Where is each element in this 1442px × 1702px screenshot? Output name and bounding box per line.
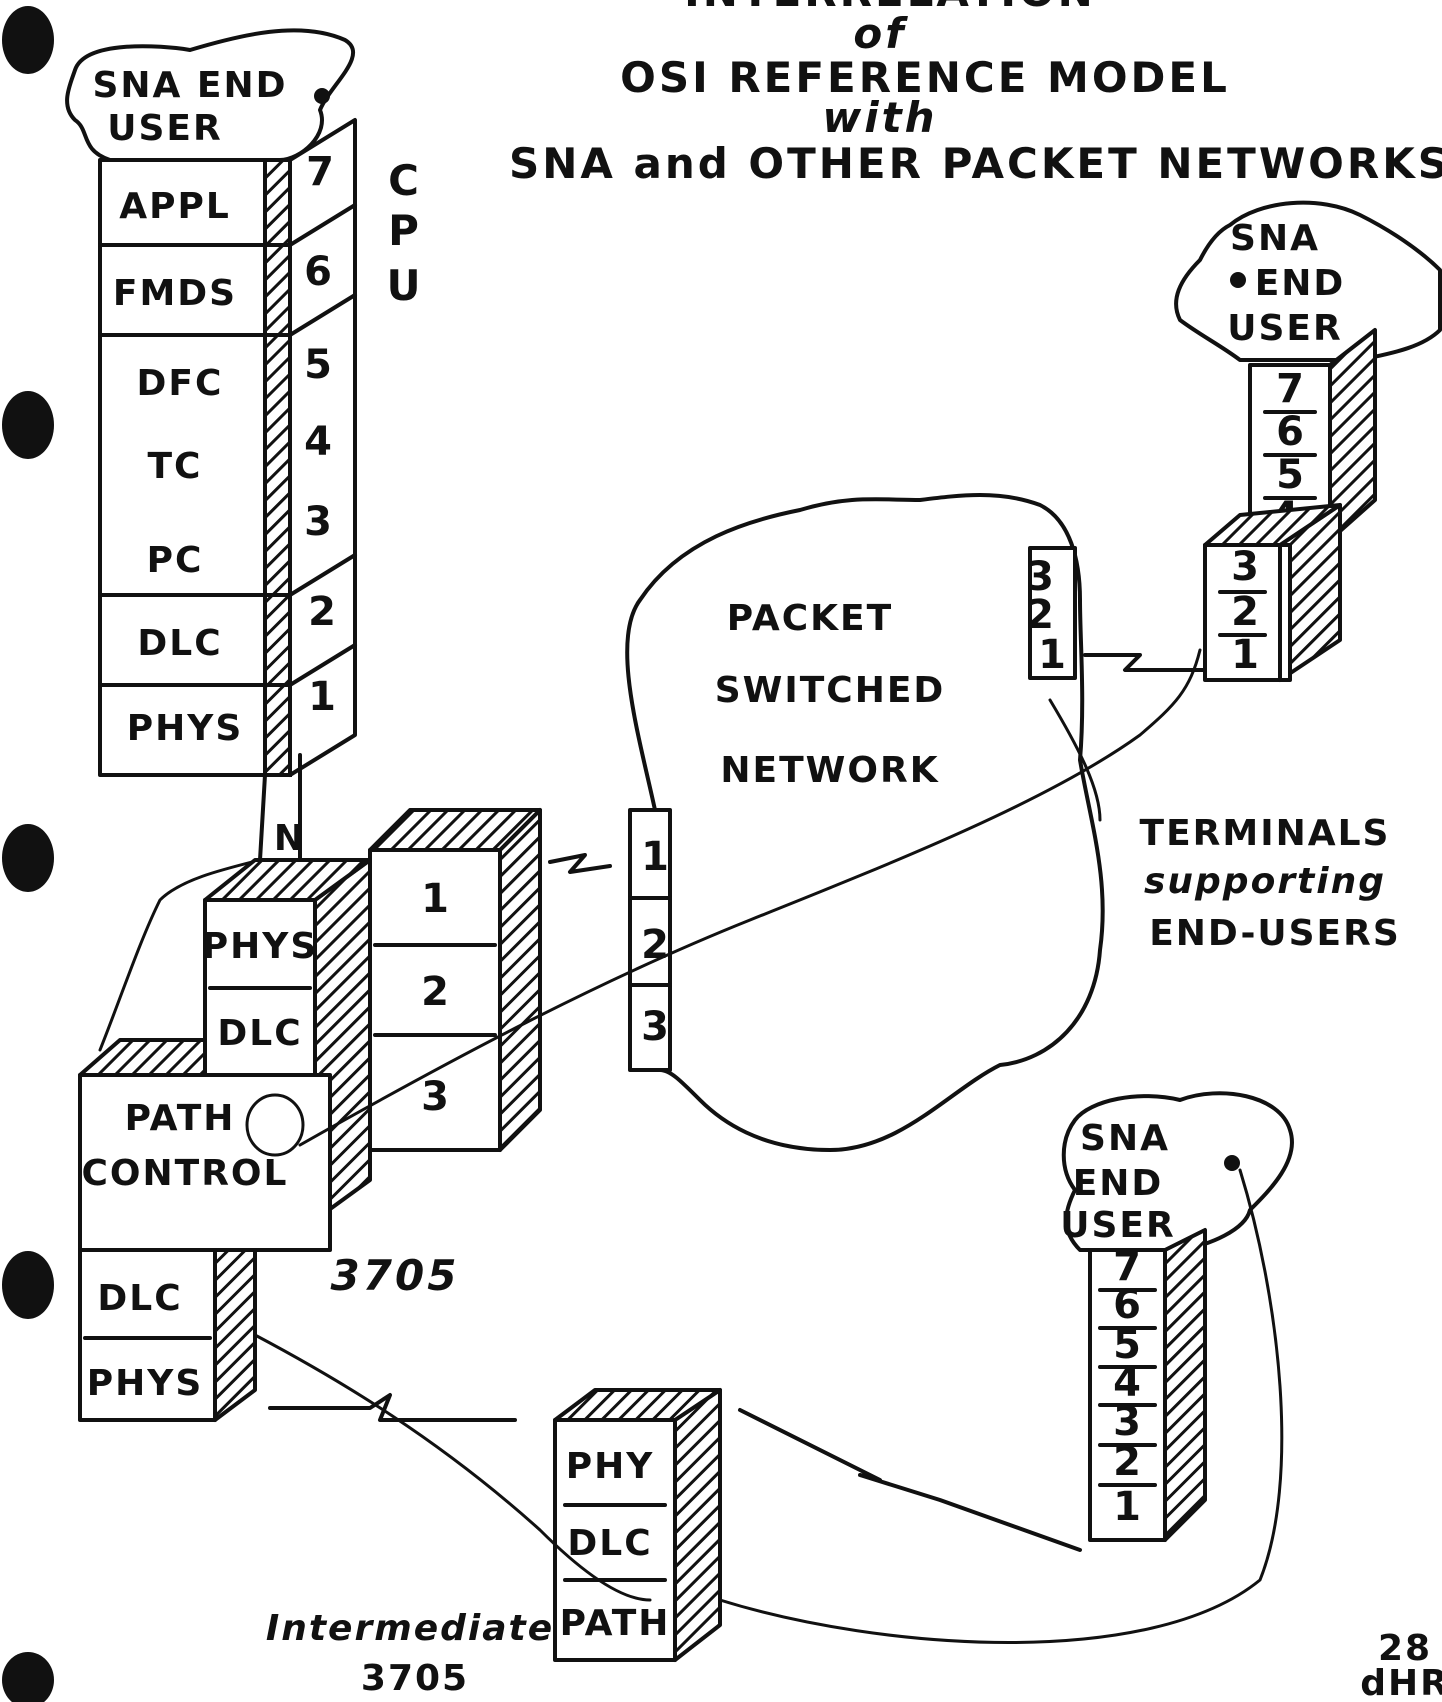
host-stack-hatch — [265, 160, 290, 775]
host-layer-pc: PC — [147, 540, 204, 581]
right-port-1: 1 — [1038, 632, 1066, 678]
host-cloud-line-1: SNA END — [92, 65, 287, 106]
top-layer-3: 3 — [1231, 544, 1259, 590]
host-cloud-line-2: USER — [107, 108, 222, 149]
binder-hole — [2, 1251, 54, 1319]
terminal-bottom: SNA END USER 7 6 5 4 3 2 1 — [1060, 1093, 1292, 1540]
host-layer-tc: TC — [148, 446, 203, 487]
host-num-5: 5 — [304, 342, 332, 388]
intermediate-label-1: Intermediate — [266, 1608, 554, 1649]
front-a-phys: PHYS — [202, 926, 319, 967]
top-layer-7: 7 — [1276, 366, 1304, 412]
front-end-3705: 1 2 3 PHYS DLC PATH CONTROL DLC PHYS 370… — [80, 810, 540, 1420]
network-line-1: PACKET — [727, 598, 893, 639]
host-num-2: 2 — [308, 589, 336, 635]
host-layer-phys: PHYS — [127, 708, 244, 749]
binder-hole — [2, 391, 54, 459]
bottom-cloud-line-2: END — [1073, 1163, 1164, 1204]
front-b-2: 2 — [421, 969, 449, 1015]
front-b-1: 1 — [421, 876, 449, 922]
end-user-dot — [314, 88, 330, 104]
top-cloud-line-1: SNA — [1230, 218, 1320, 259]
front-lower-phys: PHYS — [87, 1363, 204, 1404]
terminals-note: TERMINALS supporting END-USERS — [1140, 813, 1401, 954]
host-num-1: 1 — [308, 674, 336, 720]
left-port-1: 1 — [641, 834, 669, 880]
title-line-4: with — [822, 93, 937, 142]
cpu-letter-p: P — [388, 206, 422, 255]
top-layer-2: 2 — [1231, 589, 1259, 635]
host-layer-dfc: DFC — [137, 363, 224, 404]
host-num-4: 4 — [304, 419, 332, 465]
bottom-layer-1: 1 — [1113, 1484, 1141, 1530]
host-layer-dlc: DLC — [137, 623, 222, 664]
front-a-dlc: DLC — [217, 1013, 302, 1054]
host-cpu-stack: SNA END USER APPL FMDS DFC TC PC DLC PHY… — [67, 30, 423, 775]
terminals-note-line-3: END-USERS — [1149, 913, 1401, 954]
terminals-note-line-2: supporting — [1144, 861, 1386, 902]
host-num-3: 3 — [304, 499, 332, 545]
end-user-dot — [1224, 1155, 1240, 1171]
host-num-7: 7 — [306, 149, 334, 195]
network-line-2: SWITCHED — [715, 670, 946, 711]
host-num-6: 6 — [304, 249, 332, 295]
binder-hole — [2, 1652, 54, 1702]
binder-holes — [2, 6, 54, 1702]
binder-hole — [2, 824, 54, 892]
bottom-cloud-line-1: SNA — [1080, 1118, 1170, 1159]
page-footer: 28 dHR — [1360, 1628, 1442, 1702]
intermediate-dlc: DLC — [567, 1523, 652, 1564]
front-lower-dlc: DLC — [97, 1278, 182, 1319]
front-end-label: 3705 — [331, 1251, 460, 1300]
left-port-3: 3 — [641, 1004, 669, 1050]
front-b-3: 3 — [421, 1074, 449, 1120]
bottom-layer-2: 2 — [1113, 1439, 1141, 1485]
intermediate-phy: PHY — [566, 1446, 655, 1487]
intermediate-path: PATH — [560, 1603, 671, 1644]
top-layer-6: 6 — [1276, 409, 1304, 455]
binder-hole — [2, 6, 54, 74]
terminal-top: SNA END USER 7 6 5 4 3 2 1 — [1176, 203, 1440, 680]
network-line-3: NETWORK — [720, 750, 939, 791]
intermediate-3705: PHY DLC PATH Intermediate 3705 — [266, 1390, 720, 1699]
top-cloud-line-2: END — [1255, 263, 1346, 304]
path-control-line-2: CONTROL — [82, 1153, 289, 1194]
diagram-title: INTERRELATION of OSI REFERENCE MODEL wit… — [509, 0, 1442, 188]
intermediate-label-2: 3705 — [361, 1658, 469, 1699]
channel-label: N — [274, 818, 306, 859]
title-line-2: of — [853, 9, 908, 58]
terminals-note-line-1: TERMINALS — [1140, 813, 1391, 854]
host-layer-appl: APPL — [119, 186, 231, 227]
author-initials: dHR — [1360, 1663, 1442, 1702]
cpu-letter-u: U — [386, 261, 423, 310]
path-control-line-1: PATH — [125, 1098, 236, 1139]
bottom-cloud-line-3: USER — [1060, 1205, 1175, 1246]
top-layer-1: 1 — [1231, 632, 1259, 678]
cpu-letter-c: C — [388, 156, 422, 205]
end-user-dot — [1230, 272, 1246, 288]
title-line-5: SNA and OTHER PACKET NETWORKS — [509, 139, 1442, 188]
top-layer-5: 5 — [1276, 452, 1304, 498]
packet-switched-network: PACKET SWITCHED NETWORK 1 2 3 3 2 1 — [627, 495, 1103, 1150]
top-cloud-line-3: USER — [1227, 308, 1342, 349]
host-layer-fmds: FMDS — [113, 273, 237, 314]
